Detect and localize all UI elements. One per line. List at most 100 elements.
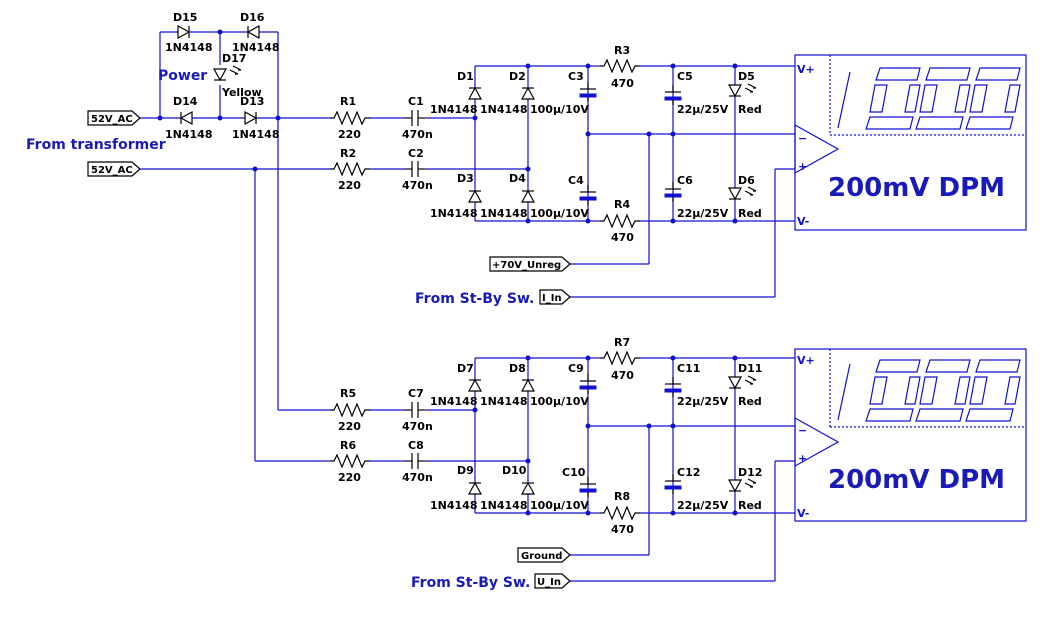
d10-value: 1N4148 — [480, 499, 527, 512]
dpm1-minus: − — [798, 132, 807, 145]
d5-label: D5 — [738, 70, 755, 83]
d2-value: 1N4148 — [480, 103, 527, 116]
from-standby-2-label: From St-By Sw. — [411, 575, 530, 591]
d14-value: 1N4148 — [165, 128, 212, 141]
c8-value: 470n — [402, 471, 433, 484]
r4-label: R4 — [614, 198, 630, 211]
net-label-ac-1 — [87, 110, 141, 126]
d15-label: D15 — [173, 11, 197, 24]
power-label: Power — [158, 68, 207, 84]
net-label-i-in — [539, 289, 571, 305]
d1-value: 1N4148 — [430, 103, 477, 116]
net-label-ground-text: Ground — [521, 551, 562, 562]
dpm1-vplus: V+ — [797, 63, 815, 76]
d10-label: D10 — [502, 464, 527, 477]
c9-value: 100µ/10V — [530, 395, 589, 408]
net-label-u-in — [534, 573, 571, 589]
r7-value: 470 — [611, 369, 634, 382]
c7-label: C7 — [408, 387, 424, 400]
d13-value: 1N4148 — [232, 128, 279, 141]
r1-label: R1 — [340, 95, 356, 108]
d15-value: 1N4148 — [165, 41, 212, 54]
d3-value: 1N4148 — [430, 207, 477, 220]
dpm1-plus: + — [798, 160, 807, 173]
dpm2-title: 200mV DPM — [828, 465, 1005, 495]
d17-value: Yellow — [221, 86, 262, 99]
dpm2-vminus: V- — [797, 507, 809, 520]
d16-value: 1N4148 — [232, 41, 279, 54]
net-label-i-in-text: I_In — [542, 293, 562, 304]
c1-value: 470n — [402, 128, 433, 141]
r2-value: 220 — [338, 179, 361, 192]
c5-label: C5 — [677, 70, 693, 83]
net-label-ac-2 — [87, 161, 141, 177]
from-standby-1-label: From St-By Sw. — [415, 291, 534, 307]
r8-label: R8 — [614, 490, 630, 503]
r5-value: 220 — [338, 420, 361, 433]
d12-label: D12 — [738, 466, 762, 479]
c12-value: 22µ/25V — [677, 499, 729, 512]
r6-label: R6 — [340, 439, 356, 452]
c9-label: C9 — [568, 362, 584, 375]
dpm2-vplus: V+ — [797, 354, 815, 367]
dpm-display-1 — [829, 55, 1026, 136]
c11-value: 22µ/25V — [677, 395, 729, 408]
d11-value: Red — [738, 395, 762, 408]
dpm-display-2 — [829, 349, 1026, 428]
dpm2-plus: + — [798, 452, 807, 465]
d12-value: Red — [738, 499, 762, 512]
dpm-module-1 — [794, 54, 1027, 231]
d13-label: D13 — [240, 95, 264, 108]
net-label-ground — [517, 547, 571, 563]
net-label-unreg-text: +70V_Unreg — [492, 260, 561, 271]
c3-label: C3 — [568, 70, 584, 83]
c4-label: C4 — [568, 174, 584, 187]
d7-label: D7 — [457, 362, 474, 375]
d6-label: D6 — [738, 174, 755, 187]
r5-label: R5 — [340, 387, 356, 400]
d8-label: D8 — [509, 362, 526, 375]
r7-label: R7 — [614, 336, 630, 349]
dpm1-vminus: V- — [797, 215, 809, 228]
c10-label: C10 — [562, 466, 586, 479]
r6-value: 220 — [338, 471, 361, 484]
c2-label: C2 — [408, 147, 424, 160]
c7-value: 470n — [402, 420, 433, 433]
d4-label: D4 — [509, 172, 526, 185]
d1-label: D1 — [457, 70, 474, 83]
d4-value: 1N4148 — [480, 207, 527, 220]
d11-label: D11 — [738, 362, 762, 375]
r8-value: 470 — [611, 523, 634, 536]
c5-value: 22µ/25V — [677, 103, 729, 116]
d6-value: Red — [738, 207, 762, 220]
from-transformer-label: From transformer — [26, 137, 166, 153]
d3-label: D3 — [457, 172, 474, 185]
d17-label: D17 — [222, 52, 246, 65]
net-label-ac-1-text: 52V_AC — [91, 114, 133, 125]
d8-value: 1N4148 — [480, 395, 527, 408]
c2-value: 470n — [402, 179, 433, 192]
net-label-u-in-text: U_In — [537, 577, 561, 588]
d9-label: D9 — [457, 464, 474, 477]
net-label-unreg — [489, 256, 571, 272]
c8-label: C8 — [408, 439, 424, 452]
r4-value: 470 — [611, 231, 634, 244]
d5-value: Red — [738, 103, 762, 116]
c4-value: 100µ/10V — [530, 207, 589, 220]
d9-value: 1N4148 — [430, 499, 477, 512]
r3-label: R3 — [614, 44, 630, 57]
c6-label: C6 — [677, 174, 693, 187]
c12-label: C12 — [677, 466, 700, 479]
c1-label: C1 — [408, 95, 424, 108]
r3-value: 470 — [611, 77, 634, 90]
c11-label: C11 — [677, 362, 700, 375]
r1-value: 220 — [338, 128, 361, 141]
c6-value: 22µ/25V — [677, 207, 729, 220]
c10-value: 100µ/10V — [530, 499, 589, 512]
d7-value: 1N4148 — [430, 395, 477, 408]
d14-label: D14 — [173, 95, 198, 108]
net-label-ac-2-text: 52V_AC — [91, 165, 133, 176]
r2-label: R2 — [340, 147, 356, 160]
